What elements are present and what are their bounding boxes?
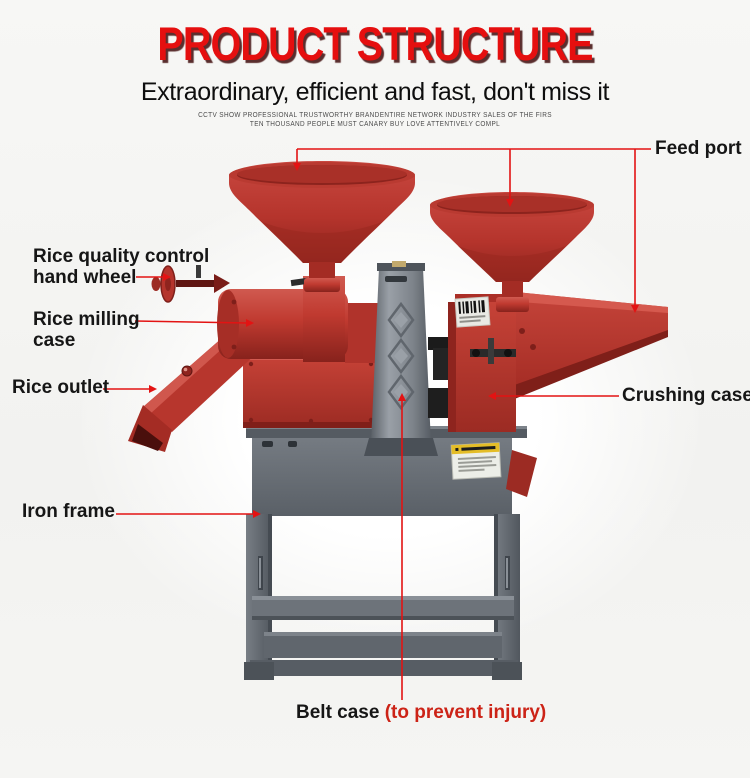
label-iron-frame: Iron frame — [22, 501, 115, 522]
label-rice-outlet: Rice outlet — [12, 377, 110, 398]
crusher-bottom-spout — [506, 450, 537, 497]
milling-case — [217, 276, 381, 363]
drive-linkage — [428, 337, 452, 418]
callout-lines — [103, 148, 651, 700]
rice-mill-unit — [128, 161, 415, 452]
callout-belt-case — [398, 393, 406, 700]
tagline-line1: CCTV SHOW PROFESSIONAL TRUSTWORTHY BRAND… — [198, 112, 552, 119]
crusher-chute — [506, 291, 668, 400]
label-hand-wheel: Rice quality control hand wheel — [33, 246, 209, 288]
callout-milling-case — [134, 319, 254, 327]
label-crushing-case: Crushing case — [622, 385, 750, 406]
label-hand-wheel-line1: Rice quality control — [33, 246, 210, 267]
left-feed-hopper — [229, 161, 415, 292]
belt-case — [364, 261, 438, 456]
crushing-case — [448, 294, 516, 432]
callout-crushing-case — [488, 392, 619, 400]
right-feed-hopper — [430, 192, 594, 312]
mill-body-box — [243, 356, 379, 428]
label-milling-case: Rice milling case — [33, 309, 140, 351]
callout-hand-wheel — [136, 273, 171, 281]
callout-rice-outlet — [103, 385, 157, 393]
tagline-line2: TEN THOUSAND PEOPLE MUST CANARY BUY LOVE… — [249, 121, 501, 128]
label-belt-case: Belt case (to prevent injury) — [296, 702, 546, 723]
label-belt-case-text: Belt case — [296, 702, 385, 723]
barcode-label — [454, 296, 491, 328]
label-belt-case-note: (to prevent injury) — [384, 702, 547, 723]
label-milling-case-line2: case — [33, 330, 76, 351]
callout-feed-port — [293, 148, 651, 313]
iron-frame — [244, 426, 527, 680]
page-subtitle: Extraordinary, efficient and fast, don't… — [140, 78, 610, 106]
label-milling-case-line1: Rice milling — [33, 309, 140, 330]
label-feed-port: Feed port — [655, 138, 742, 159]
callout-iron-frame — [116, 510, 261, 518]
warning-sticker — [450, 442, 502, 480]
label-hand-wheel-line2: hand wheel — [33, 267, 137, 288]
crusher-unit — [430, 192, 668, 497]
page-title: PRODUCT STRUCTURE — [157, 17, 593, 70]
